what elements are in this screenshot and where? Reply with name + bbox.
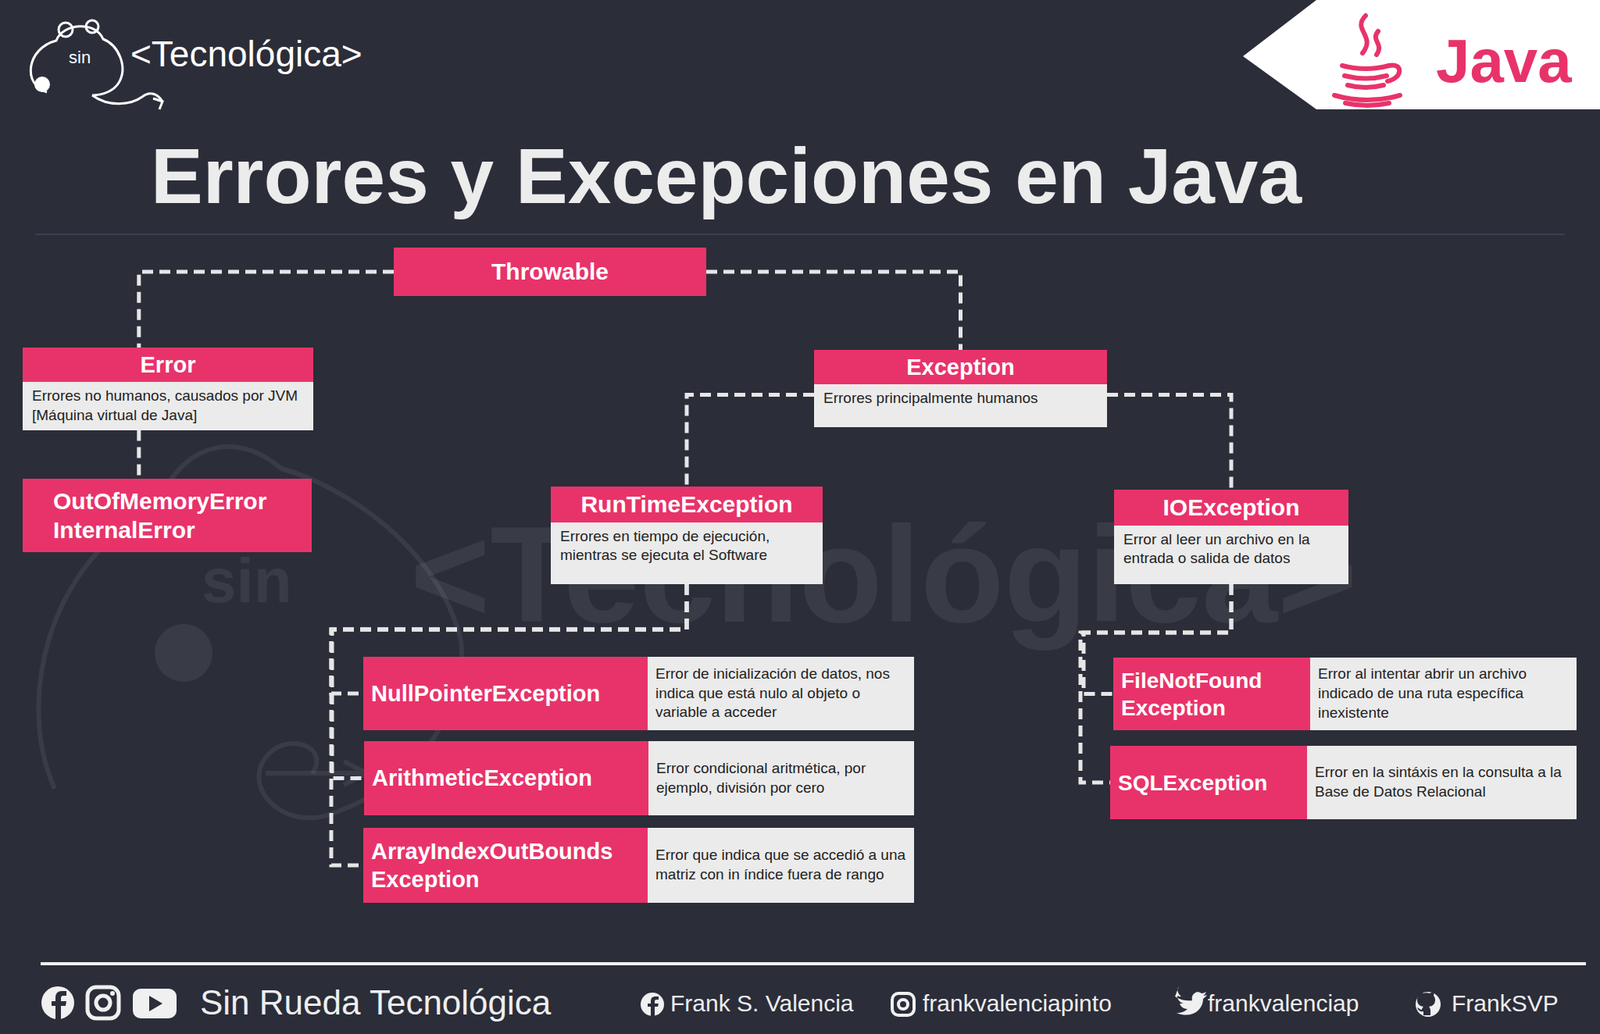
class-box: ExceptionErrores principalmente humanos bbox=[814, 350, 1108, 428]
java-banner bbox=[1242, 0, 1600, 110]
footer-handle: frankvalenciapinto bbox=[922, 990, 1112, 1017]
class-description: Error que indica que se accedió a una ma… bbox=[647, 828, 915, 904]
watermark-small: sin bbox=[201, 546, 293, 616]
class-name: IOException bbox=[1114, 489, 1349, 526]
class-description: Errores principalmente humanos bbox=[814, 384, 1108, 428]
diagram-title: Errores y Excepciones en Java bbox=[150, 131, 1302, 222]
java-cup bbox=[1334, 15, 1400, 106]
logo-small-text: sin bbox=[68, 48, 91, 68]
class-name: FileNotFound Exception bbox=[1113, 657, 1311, 731]
exception-card: ArithmeticExceptionError condicional ari… bbox=[364, 741, 915, 816]
class-name: Exception bbox=[814, 350, 1108, 385]
title-rule bbox=[35, 233, 1565, 236]
exception-card: SQLExceptionError en la sintáxis en la c… bbox=[1110, 746, 1577, 820]
logo-text: <Tecnológica> bbox=[130, 34, 363, 75]
dashed-connector bbox=[1107, 394, 1232, 490]
footer-handle: FrankSVP bbox=[1451, 990, 1559, 1017]
class-name: RunTimeException bbox=[550, 486, 823, 523]
footer-brand: Sin Rueda Tecnológica bbox=[200, 984, 551, 1022]
class-description: Error al leer un archivo en la entrada o… bbox=[1114, 525, 1349, 586]
class-description: Error al intentar abrir un archivo indic… bbox=[1310, 657, 1577, 731]
dashed-connector bbox=[136, 430, 141, 479]
class-description: Error de inicialización de datos, nos in… bbox=[647, 657, 915, 731]
class-name: NullPointerException bbox=[363, 657, 648, 731]
class-name: SQLException bbox=[1110, 746, 1308, 820]
dashed-connector bbox=[686, 394, 815, 487]
class-description: Error en la sintáxis en la consulta a la… bbox=[1307, 746, 1577, 820]
dashed-connector bbox=[139, 271, 394, 348]
exception-card: FileNotFound ExceptionError al intentar … bbox=[1113, 657, 1577, 731]
watermark-dot bbox=[154, 624, 213, 683]
class-name: ArithmeticException bbox=[364, 741, 649, 816]
class-box: ErrorErrores no humanos, causados por JV… bbox=[22, 347, 314, 431]
footer-handle: frankvalenciap bbox=[1207, 990, 1359, 1017]
class-name: Error bbox=[22, 347, 314, 383]
class-name: OutOfMemoryError InternalError bbox=[22, 482, 312, 550]
footer-handle: Frank S. Valencia bbox=[670, 990, 854, 1017]
class-box: RunTimeExceptionErrores en tiempo de eje… bbox=[550, 486, 823, 585]
class-name: Throwable bbox=[393, 252, 707, 292]
java-wordmark: Java bbox=[1435, 28, 1572, 96]
class-description: Errores no humanos, causados por JVM [Má… bbox=[22, 382, 314, 430]
exception-card: NullPointerExceptionError de inicializac… bbox=[363, 657, 915, 731]
exception-card: ArrayIndexOutBounds ExceptionError que i… bbox=[363, 828, 915, 904]
class-label-box: OutOfMemoryError InternalError bbox=[22, 478, 312, 553]
footer-rule bbox=[40, 962, 1586, 966]
class-label-box: Throwable bbox=[393, 247, 707, 297]
dashed-connector bbox=[706, 271, 961, 350]
class-box: IOExceptionError al leer un archivo en l… bbox=[1114, 489, 1349, 585]
class-description: Error condicional aritmética, por ejempl… bbox=[648, 741, 915, 816]
class-name: ArrayIndexOutBounds Exception bbox=[363, 828, 648, 904]
logo-dot bbox=[34, 76, 50, 93]
class-description: Errores en tiempo de ejecución, mientras… bbox=[550, 522, 823, 586]
